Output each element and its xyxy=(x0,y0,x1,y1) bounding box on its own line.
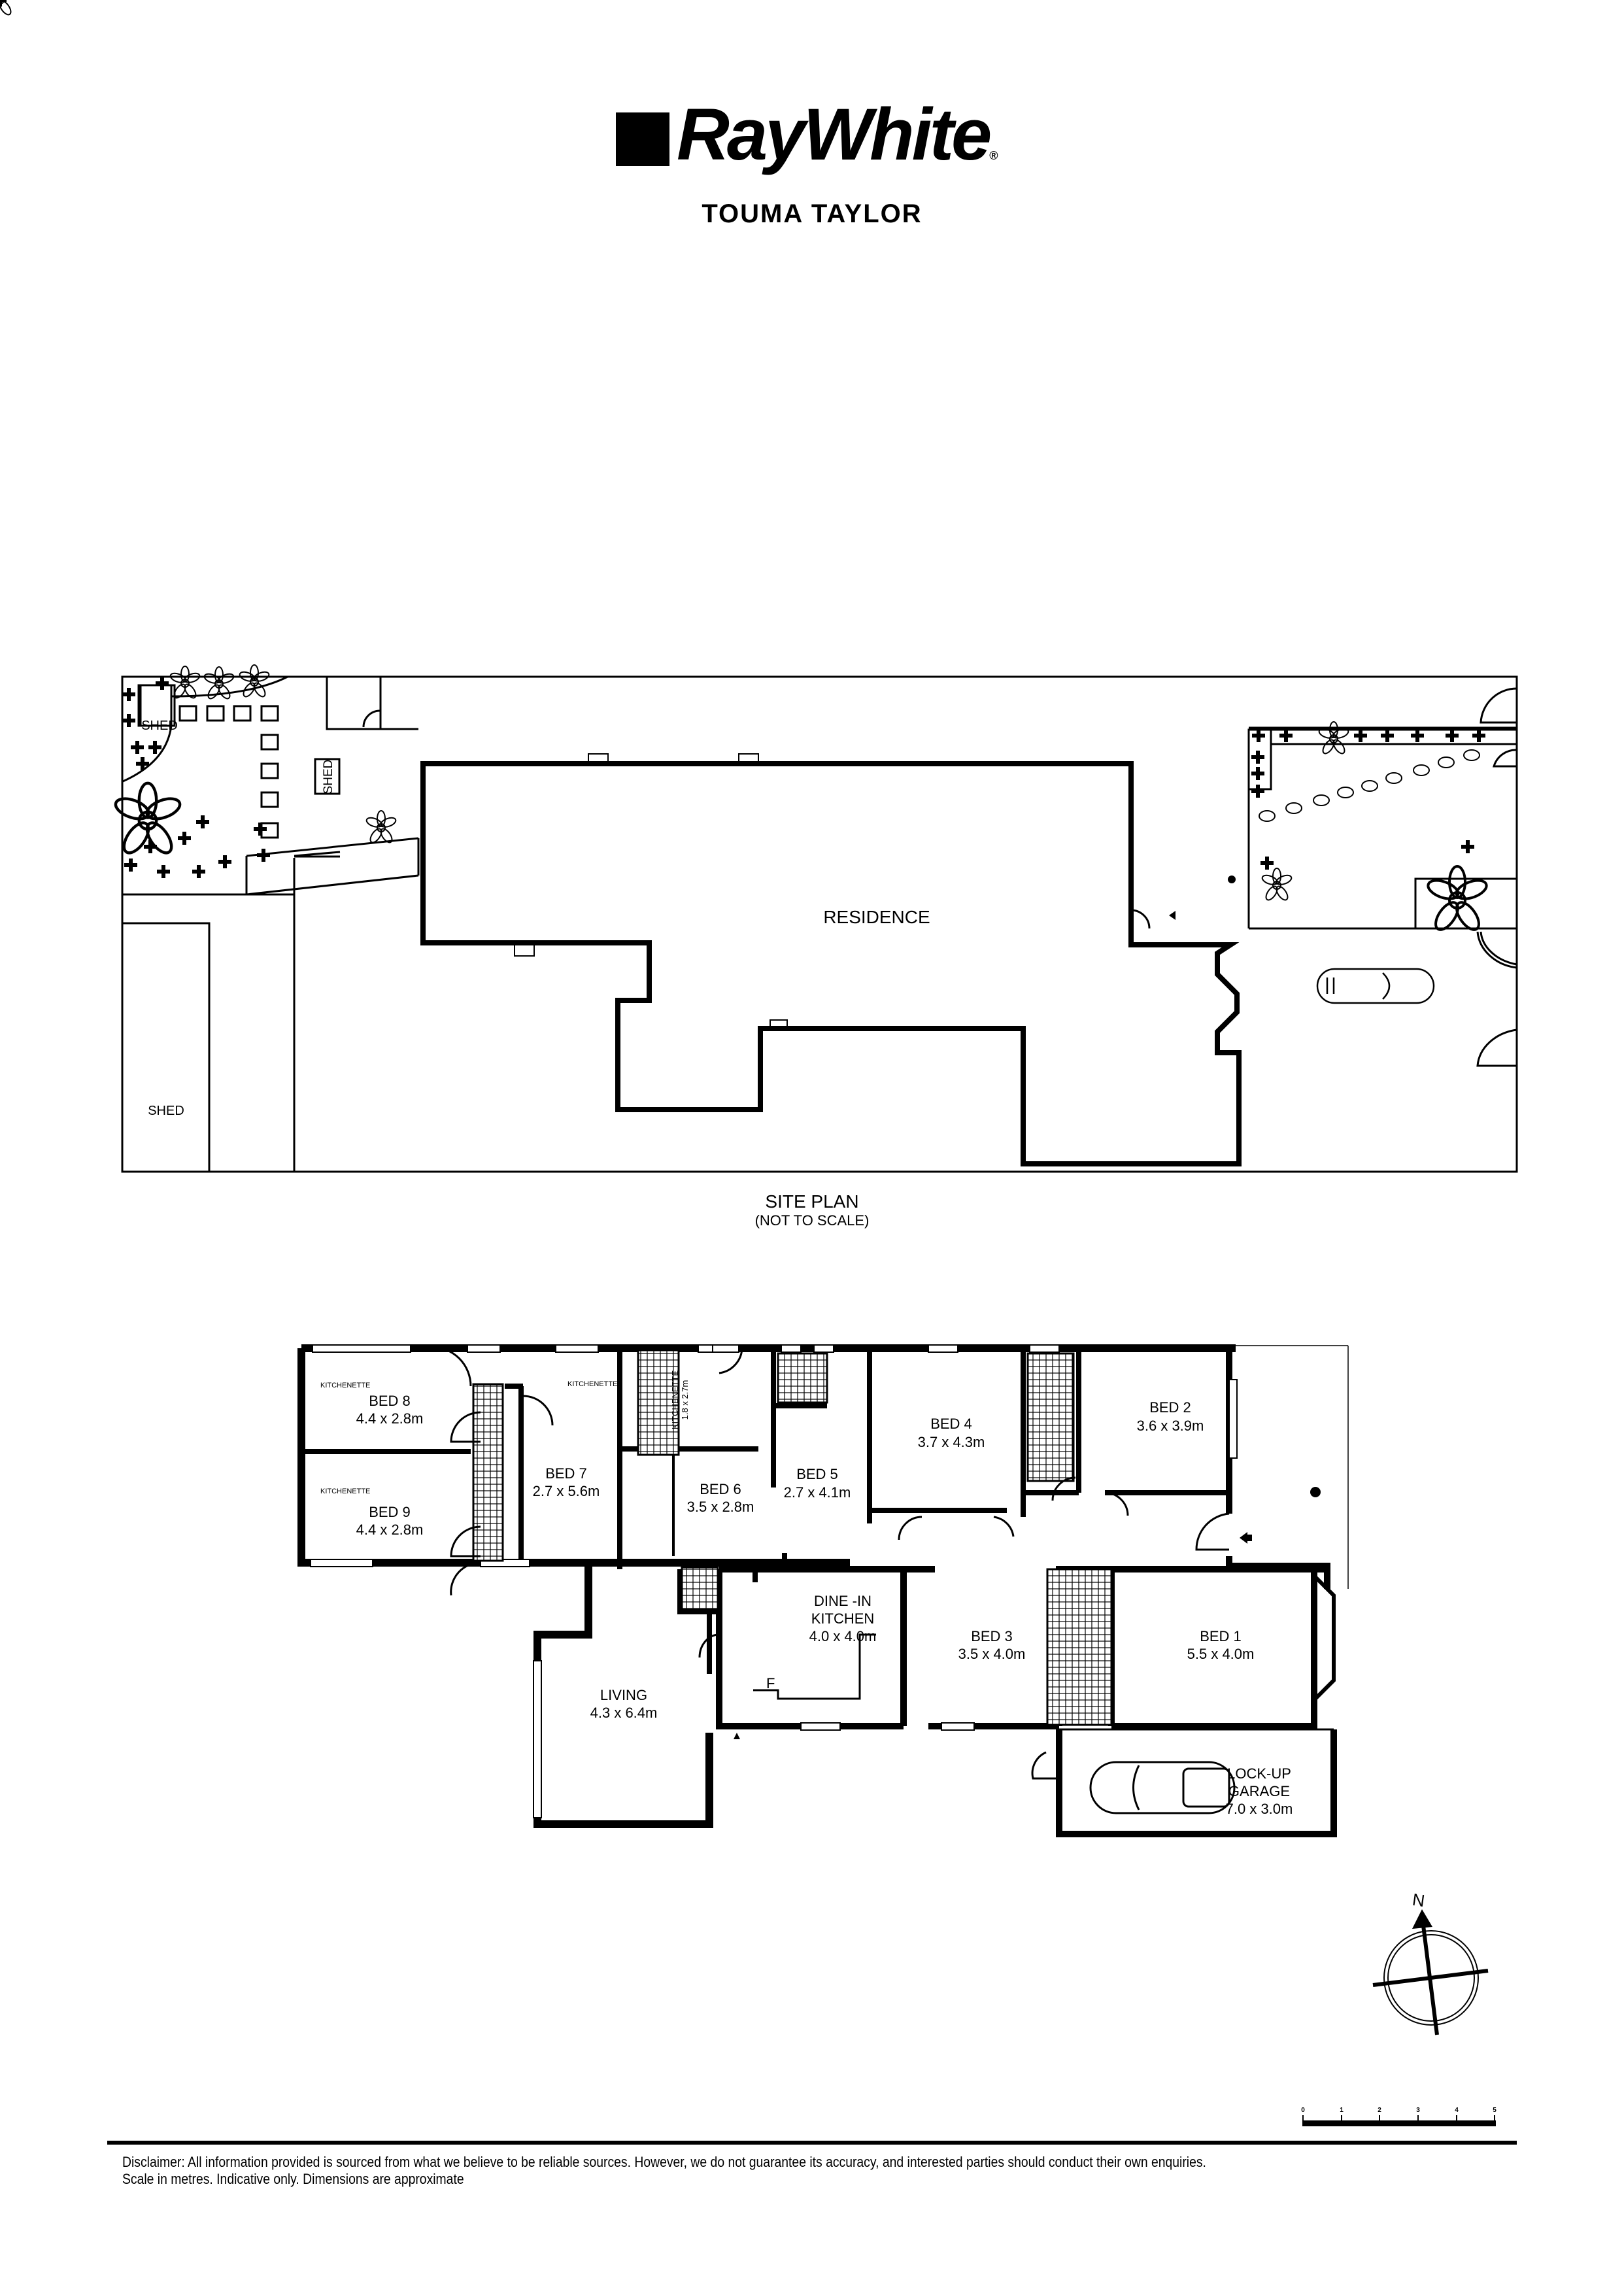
entry-arrow-icon xyxy=(1169,911,1176,920)
bed7-name: BED 7 xyxy=(545,1465,587,1482)
kitchenette-bed9-label: KITCHENETTE xyxy=(320,1488,370,1495)
disclaimer: Disclaimer: All information provided is … xyxy=(122,2154,1206,2188)
kitchenette-bed8-label: KITCHENETTE xyxy=(320,1382,370,1389)
bed8-name: BED 8 xyxy=(369,1393,411,1409)
shed-bottom-left xyxy=(121,922,211,1173)
bed3-size: 3.5 x 4.0m xyxy=(958,1646,1026,1662)
ray-white-logo-text: RayWhite® xyxy=(677,98,998,171)
residence-entry-door xyxy=(1130,909,1151,929)
tree-marker-icon-2 xyxy=(1310,1487,1321,1497)
disclaimer-line-1: Disclaimer: All information provided is … xyxy=(122,2154,1206,2170)
footer-divider xyxy=(107,2141,1517,2145)
bed7-size: 2.7 x 5.6m xyxy=(533,1483,600,1499)
room-labels: BED 8 4.4 x 2.8m BED 9 4.4 x 2.8m BED 7 … xyxy=(356,1393,1293,1817)
shed-side-label: SHED xyxy=(322,760,335,794)
tree-marker-icon xyxy=(1228,876,1236,883)
shed-side xyxy=(314,758,341,795)
bathroom-tiles xyxy=(472,1349,1113,1726)
living-size: 4.3 x 6.4m xyxy=(590,1705,658,1721)
windows xyxy=(310,1344,1238,1818)
scale-tick-5: 5 xyxy=(1493,2107,1497,2114)
residence-label: RESIDENCE xyxy=(823,907,930,927)
kitchenette-main-size: 1.8 x 2.7m xyxy=(680,1380,690,1420)
door-swings xyxy=(431,1346,1230,1780)
bed1-name: BED 1 xyxy=(1200,1628,1242,1644)
bed1-size: 5.5 x 4.0m xyxy=(1187,1646,1255,1662)
bed6-size: 3.5 x 2.8m xyxy=(687,1499,754,1515)
bed5-size: 2.7 x 4.1m xyxy=(784,1484,851,1501)
bed4-size: 3.7 x 4.3m xyxy=(918,1434,985,1450)
bed8-size: 4.4 x 2.8m xyxy=(356,1410,424,1427)
site-steps xyxy=(514,753,788,1029)
bed9-name: BED 9 xyxy=(369,1504,411,1520)
scale-tick-4: 4 xyxy=(1455,2107,1459,2114)
garage-name-2: GARAGE xyxy=(1228,1783,1290,1799)
kitchen-name-2: KITCHEN xyxy=(811,1610,875,1627)
scale-tick-1: 1 xyxy=(1340,2107,1344,2114)
front-entry-arrow-icon xyxy=(1240,1532,1252,1544)
bed5-name: BED 5 xyxy=(796,1466,838,1482)
bed4-name: BED 4 xyxy=(930,1416,972,1432)
scale-tick-2: 2 xyxy=(1378,2107,1381,2114)
shed-top-left-label: SHED xyxy=(141,719,178,733)
stepping-stones xyxy=(1259,749,1480,822)
site-car-icon xyxy=(1316,968,1435,1004)
bed6-name: BED 6 xyxy=(700,1481,741,1497)
living-name: LIVING xyxy=(600,1687,647,1703)
ray-white-logo-mark xyxy=(616,112,669,166)
disclaimer-line-2: Scale in metres. Indicative only. Dimens… xyxy=(122,2171,464,2187)
floor-plan-walls xyxy=(297,1344,1349,1837)
scale-tick-0: 0 xyxy=(1301,2107,1305,2114)
residence-outline xyxy=(420,761,1242,1166)
small-labels: KITCHENETTE KITCHENETTE KITCHENETTE KITC… xyxy=(320,1370,775,1692)
bed9-size: 4.4 x 2.8m xyxy=(356,1522,424,1538)
entry-arrows xyxy=(734,1532,1252,1739)
north-label: N xyxy=(1411,1890,1426,1911)
garage-car-icon xyxy=(1089,1761,1236,1814)
north-compass-icon: N xyxy=(1372,1890,1489,2035)
kitchenette-bed7-label: KITCHENETTE xyxy=(567,1380,617,1388)
garage-size: 7.0 x 3.0m xyxy=(1226,1801,1293,1817)
shed-bottom-label: SHED xyxy=(148,1104,184,1118)
bed3-name: BED 3 xyxy=(971,1628,1013,1644)
site-boundary xyxy=(121,675,1518,1173)
garage-name: LOCK-UP xyxy=(1227,1765,1291,1782)
kitchenette-main-label: KITCHENETTE xyxy=(670,1370,680,1430)
bed2-name: BED 2 xyxy=(1149,1399,1191,1416)
kitchen-size: 4.0 x 4.0m xyxy=(809,1628,877,1644)
site-plan-title: SITE PLAN xyxy=(765,1191,859,1212)
bed2-size: 3.6 x 3.9m xyxy=(1137,1418,1204,1434)
kitchen-name: DINE -IN xyxy=(814,1593,871,1609)
shrub-icons xyxy=(0,0,1485,878)
scale-bar: 0 1 2 3 4 5 xyxy=(1301,2107,1497,2126)
fridge-label: F xyxy=(766,1675,775,1692)
logo-wordmark: RayWhite xyxy=(677,94,992,175)
side-entry-arrow-icon xyxy=(734,1733,740,1739)
site-plan-subtitle: (NOT TO SCALE) xyxy=(754,1212,870,1229)
office-name: TOUMA TAYLOR xyxy=(702,199,922,228)
scale-tick-3: 3 xyxy=(1416,2107,1420,2114)
flower-icons xyxy=(0,0,1491,935)
